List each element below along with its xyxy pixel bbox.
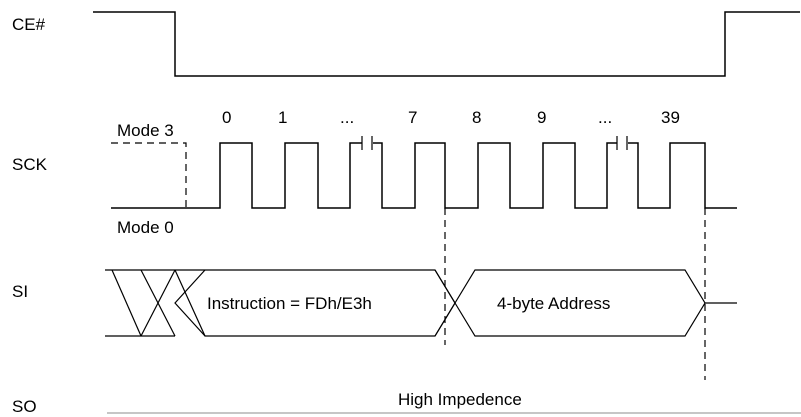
clock-label-0: 0 bbox=[222, 108, 231, 127]
si-address-field bbox=[434, 269, 456, 337]
signal-label-sck: SCK bbox=[12, 155, 48, 174]
clock-label-8: 8 bbox=[472, 108, 481, 127]
si-instruction-field-left bbox=[174, 269, 206, 337]
mode3-label: Mode 3 bbox=[117, 121, 174, 140]
sck-waveform bbox=[111, 142, 737, 209]
so-high-impedance-label: High Impedence bbox=[398, 390, 522, 409]
sck-break-mark-2 bbox=[616, 136, 628, 150]
clock-label-7: 7 bbox=[408, 108, 417, 127]
mode0-label: Mode 0 bbox=[117, 218, 174, 237]
clock-label-9: 9 bbox=[537, 108, 546, 127]
mode3-idle-high bbox=[111, 142, 187, 208]
clock-label-1: 1 bbox=[278, 108, 287, 127]
signal-label-so: SO bbox=[12, 397, 37, 416]
si-dont-care-region bbox=[105, 269, 176, 337]
si-address-text: 4-byte Address bbox=[497, 294, 610, 313]
si-instruction-text: Instruction = FDh/E3h bbox=[207, 294, 372, 313]
signal-label-ce: CE# bbox=[12, 15, 46, 34]
clock-label-39: 39 bbox=[661, 108, 680, 127]
clock-label-ellipsis-1: ... bbox=[340, 108, 354, 127]
sck-break-mark-1 bbox=[361, 136, 373, 150]
signal-label-si: SI bbox=[12, 282, 28, 301]
ce-waveform bbox=[93, 11, 800, 77]
clock-label-ellipsis-2: ... bbox=[598, 108, 612, 127]
